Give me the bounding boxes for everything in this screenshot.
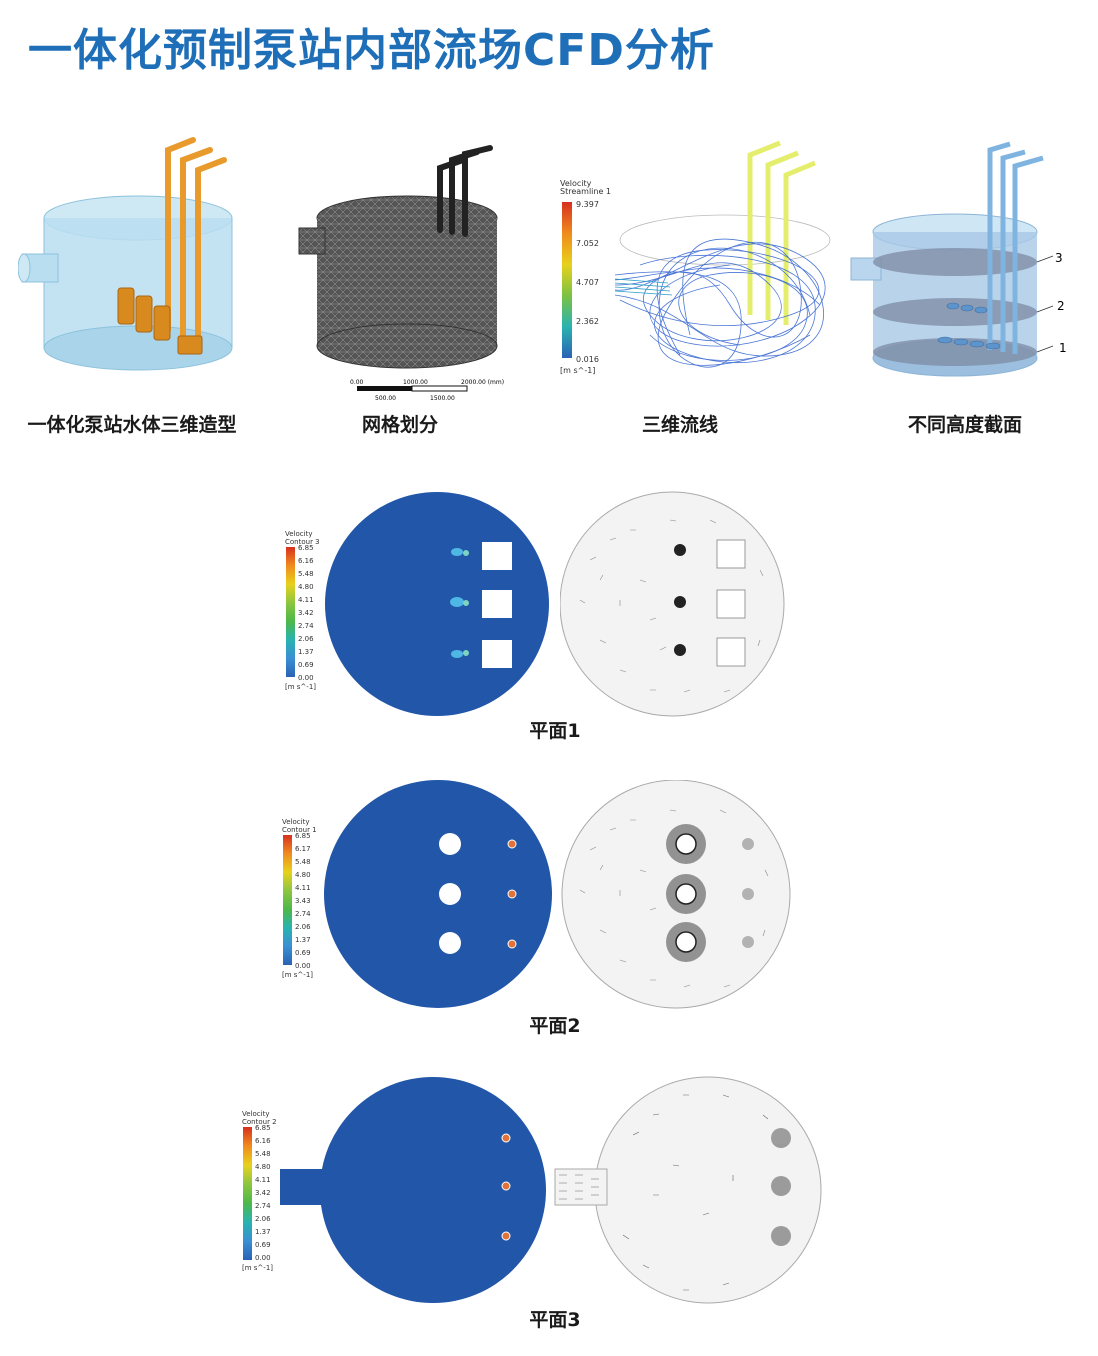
plane2-vector-field [561, 780, 791, 1009]
plane1-colorbar [286, 547, 295, 677]
section-label-3: 3 [1055, 251, 1063, 265]
caption-streamlines: 三维流线 [641, 414, 718, 436]
section-label-2: 2 [1057, 299, 1065, 313]
plane2-colorbar [283, 835, 292, 965]
caption-plane2: 平面2 [529, 1015, 581, 1037]
caption-plane3: 平面3 [529, 1309, 581, 1331]
mesh-model: 0.00 1000.00 2000.00 (mm) 500.00 1500.00 [298, 145, 504, 402]
water-body-3d-model [18, 137, 233, 371]
plane1-contour [325, 492, 549, 716]
plane1-vector-field [560, 491, 785, 717]
plane3-legend: Velocity Contour 2 6.85 6.16 5.48 4.80 4… [242, 1110, 277, 1272]
plane1-legend: Velocity Contour 3 6.85 6.16 5.48 4.80 4… [285, 530, 320, 691]
caption-mesh: 网格划分 [361, 414, 438, 436]
page-title: 一体化预制泵站内部流场CFD分析 [28, 25, 715, 76]
height-sections-view: 3 2 1 [850, 141, 1067, 377]
section-label-1: 1 [1059, 341, 1067, 355]
streamline-colorbar [562, 202, 572, 358]
caption-plane1: 平面1 [529, 720, 581, 742]
svg-text:1500.00: 1500.00 [430, 395, 455, 402]
svg-text:1000.00: 1000.00 [403, 379, 428, 386]
svg-text:500.00: 500.00 [375, 395, 396, 402]
caption-sections: 不同高度截面 [907, 414, 1022, 436]
plane3-vector-field [554, 1076, 822, 1304]
caption-water-body-model: 一体化泵站水体三维造型 [27, 414, 237, 436]
svg-text:0.00: 0.00 [350, 379, 364, 386]
plane3-colorbar [243, 1127, 252, 1260]
plane2-contour [324, 780, 552, 1008]
streamline-view [614, 140, 831, 368]
plane2-legend: Velocity Contour 1 6.85 6.17 5.48 4.80 4… [282, 818, 317, 979]
svg-text:2000.00 (mm): 2000.00 (mm) [461, 379, 504, 386]
streamline-legend: Velocity Streamline 1 9.397 7.052 4.707 … [560, 179, 612, 376]
mesh-scale-bar: 0.00 1000.00 2000.00 (mm) 500.00 1500.00 [350, 379, 504, 402]
plane3-contour [280, 1077, 546, 1303]
